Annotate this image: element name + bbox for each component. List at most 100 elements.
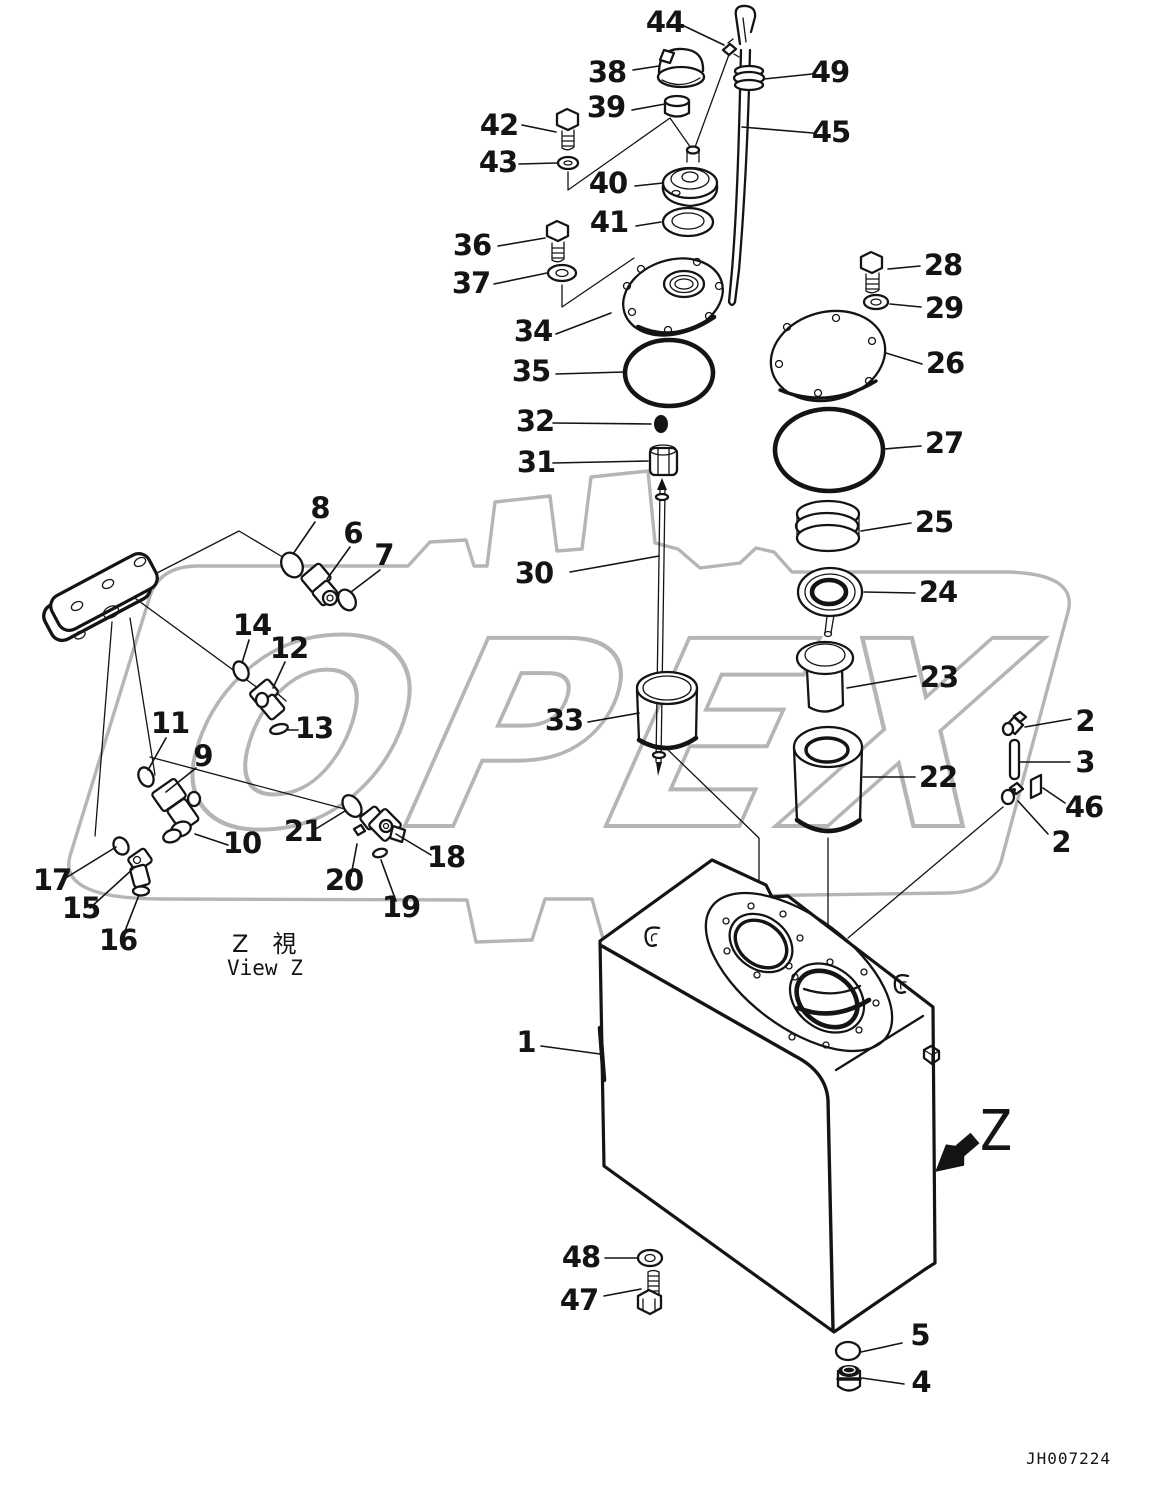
leader-line-34 (555, 312, 612, 335)
edge-tick (597, 1025, 607, 1083)
part-label-42: 42 (480, 108, 518, 142)
leader-line-49 (763, 73, 813, 80)
part-label-40: 40 (589, 166, 627, 200)
nut-31 (648, 444, 679, 477)
filler-cap-assembly (545, 47, 719, 283)
leader-line-25 (860, 522, 912, 532)
fitting-6 (300, 562, 339, 607)
o-ring-10 (162, 828, 182, 844)
spring-25 (794, 499, 861, 553)
leader-line-16 (122, 894, 140, 937)
leader-line-42 (521, 124, 557, 133)
leader-line-1 (540, 1045, 601, 1055)
seal-24 (796, 566, 864, 638)
part-label-47: 47 (560, 1283, 598, 1317)
leader-line-8 (292, 521, 316, 555)
leader-line-35 (555, 371, 625, 375)
leader-line-26 (885, 352, 923, 365)
leader-line-37 (493, 272, 548, 285)
o-ring-14 (232, 660, 250, 682)
leader-line-12 (272, 661, 286, 689)
part-label-30: 30 (515, 556, 553, 590)
rod-3 (1008, 738, 1021, 781)
watermark-gear-outline (67, 469, 1071, 944)
o-ring-16 (131, 885, 151, 897)
pin-20 (352, 823, 367, 837)
o-ring-35 (622, 337, 716, 409)
plate-34 (622, 257, 724, 337)
bracket-drawing (42, 552, 159, 643)
leader-line-5 (860, 1342, 903, 1353)
doc-number: JH007224 (1026, 1449, 1111, 1468)
part-label-21: 21 (284, 814, 322, 848)
part-label-29: 29 (925, 291, 963, 325)
view-note-en: View Z (227, 956, 303, 980)
fitting-15 (127, 847, 153, 889)
leader-line-20 (350, 843, 358, 877)
leader-line-2 (1024, 718, 1072, 728)
part-label-31: 31 (517, 445, 555, 479)
dipstick-assembly (721, 4, 766, 307)
part-label-23: 23 (920, 660, 958, 694)
part-label-22: 22 (919, 760, 957, 794)
breather-parts (1000, 710, 1043, 806)
leader-line-46 (1042, 787, 1066, 804)
leader-line-43 (518, 162, 558, 165)
part-label-39: 39 (587, 90, 625, 124)
o-ring-8 (280, 551, 304, 579)
leader-line-30 (569, 555, 660, 573)
washer-37 (546, 263, 578, 283)
leader-line-7 (350, 569, 381, 593)
part-labels-layer: 4438394243404149453637343532313028292627… (33, 5, 1104, 1399)
part-label-12: 12 (270, 631, 308, 665)
o-ring-17 (112, 836, 130, 856)
leader-line-18 (395, 833, 432, 856)
leader-line-36 (497, 237, 546, 247)
leader-line-28 (887, 265, 921, 270)
leader-line-41 (635, 221, 662, 227)
side-boss (922, 1044, 941, 1066)
washer-29 (862, 293, 890, 311)
leader-line-10 (194, 833, 229, 846)
cap-40 (661, 145, 719, 208)
fitting-18 (359, 805, 407, 844)
leader-line-17 (63, 846, 117, 880)
part-label-33: 33 (545, 703, 583, 737)
part-label-17: 17 (33, 863, 71, 897)
part-label-45: 45 (812, 115, 850, 149)
part-label-16: 16 (99, 923, 137, 957)
part-label-13: 13 (295, 711, 333, 745)
part-label-6: 6 (343, 516, 362, 550)
drain-parts (636, 1248, 862, 1392)
part-label-8: 8 (310, 491, 329, 525)
cover-plate-assembly (622, 250, 890, 494)
ring-39 (663, 94, 691, 118)
o-ring-11 (137, 766, 155, 788)
part-label-24: 24 (919, 575, 957, 609)
leader-line-15 (89, 866, 136, 909)
filter-22 (792, 725, 864, 834)
part-label-32: 32 (516, 404, 554, 438)
fitting-12 (249, 678, 287, 721)
leader-line-47 (603, 1288, 642, 1297)
part-label-15: 15 (62, 891, 100, 925)
part-label-18: 18 (427, 840, 465, 874)
annotations: Z 視 View Z Z JH007224 (227, 930, 1111, 1468)
part-label-1: 1 (516, 1025, 535, 1059)
part-label-41: 41 (590, 205, 628, 239)
tank-front-edge (600, 944, 835, 1331)
part-label-35: 35 (512, 354, 550, 388)
leader-line-11 (147, 737, 167, 771)
leader-line-29 (889, 303, 922, 308)
part-label-3: 3 (1075, 745, 1094, 779)
leader-line-44 (681, 24, 725, 46)
leader-line-33 (587, 712, 640, 723)
leader-line-14 (241, 639, 250, 664)
manhole-bolt-holes (722, 902, 880, 1049)
leader-line-45 (741, 126, 814, 134)
leader-line-40 (634, 182, 664, 187)
leader-line-19 (380, 859, 397, 902)
o-ring-27 (772, 406, 886, 494)
part-label-7: 7 (374, 538, 393, 572)
